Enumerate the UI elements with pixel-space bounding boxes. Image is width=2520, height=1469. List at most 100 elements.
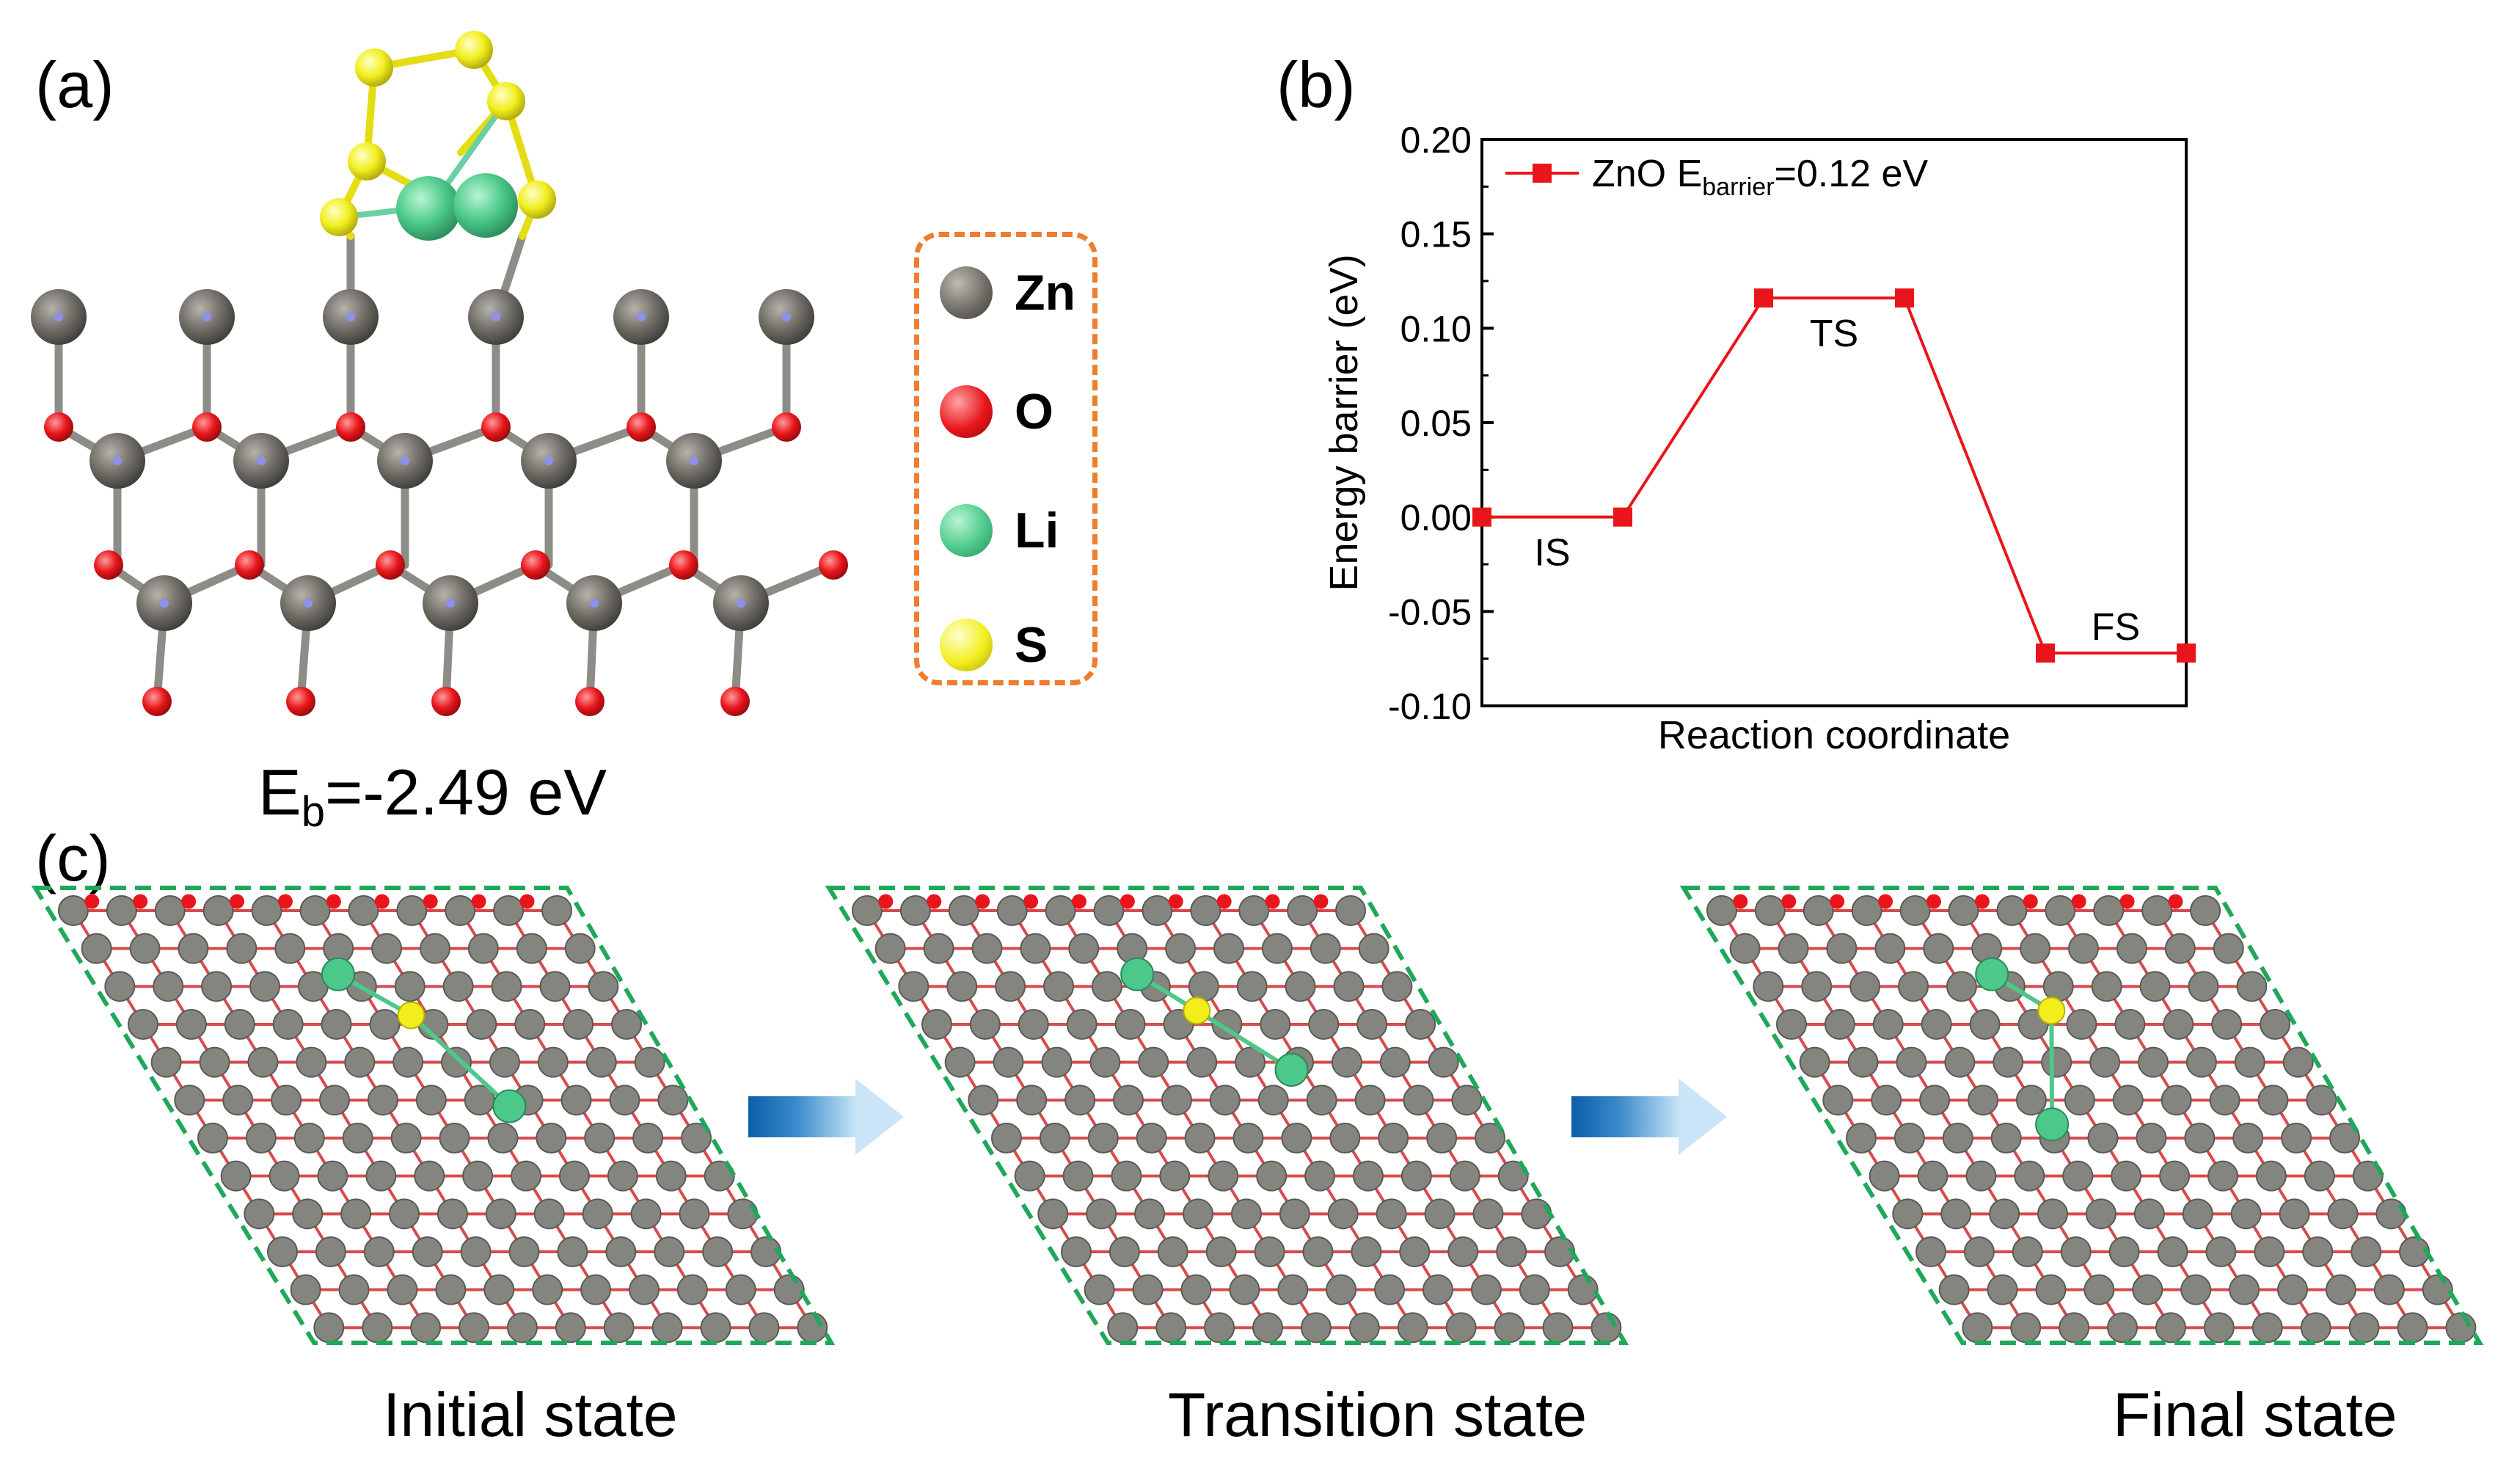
zn-atom — [1134, 1198, 1166, 1230]
zn-atom — [2348, 1312, 2380, 1344]
zn-atom — [2133, 1198, 2165, 1230]
zn-atom — [2236, 971, 2268, 1002]
o-atom — [1216, 894, 1232, 909]
zn-atom — [1235, 1046, 1266, 1078]
zn-atom — [1962, 1312, 1993, 1344]
zn-atom — [1376, 1198, 1407, 1230]
zn-atom — [1729, 933, 1761, 964]
zn-atom — [271, 1085, 302, 1116]
zn-atom — [1381, 971, 1413, 1002]
y-tick-label: 0.15 — [1400, 214, 1472, 255]
legend-series-label: ZnO Ebarrier=0.12 eV — [1592, 153, 1928, 201]
zn-atom — [1590, 1312, 1622, 1344]
o-atom — [84, 894, 100, 909]
zn-atom — [2010, 1312, 2042, 1344]
zn-atom — [338, 1274, 370, 1305]
zn-atom — [1045, 895, 1076, 926]
zn-atom — [1422, 1274, 1453, 1305]
zn-atom — [725, 1274, 756, 1305]
zn-atom — [1279, 1198, 1310, 1230]
zn-atom — [1996, 895, 2028, 926]
zn-atom — [2302, 1236, 2334, 1267]
zn-atom — [1229, 1274, 1260, 1305]
zn-atom — [968, 1085, 999, 1116]
zn-atom — [560, 1085, 592, 1116]
zn-atom — [702, 1236, 734, 1267]
zn-atom — [2083, 1274, 2115, 1305]
o-atom — [1023, 894, 1039, 909]
zn-atom — [990, 1123, 1022, 1153]
zn-atom — [2159, 1160, 2191, 1192]
zn-atom — [81, 933, 112, 964]
zn-atom — [292, 1198, 324, 1230]
zn-atom — [1213, 933, 1244, 964]
zn-atom — [1892, 1198, 1924, 1230]
zn-atom — [2260, 1009, 2291, 1040]
zn-atom — [1403, 1085, 1434, 1116]
zn-atom — [1136, 1123, 1167, 1153]
zn-atom — [1354, 1085, 1386, 1116]
data-point-marker — [2036, 643, 2055, 663]
li-atom — [1274, 1053, 1309, 1087]
o-atom — [1265, 894, 1280, 909]
zn-atom — [1165, 933, 1197, 964]
zn-atom — [1374, 1274, 1406, 1305]
zn-atom — [2188, 971, 2219, 1002]
zn-atom — [487, 1123, 519, 1153]
zn-atom — [2325, 1274, 2356, 1305]
zn-atom — [199, 1046, 230, 1078]
zn-atom — [605, 1236, 637, 1267]
legend-label-s: S — [1015, 617, 1048, 673]
o-atom — [1974, 894, 1990, 909]
state-label-initial: Initial state — [383, 1380, 678, 1449]
zn-atom — [106, 895, 137, 926]
arrow-2 — [1571, 1079, 1727, 1155]
zn-atom — [489, 1046, 520, 1078]
o-atom — [374, 894, 390, 909]
o-atom — [277, 894, 293, 909]
zn-atom — [2306, 1085, 2337, 1116]
zn-atom — [2203, 1312, 2235, 1344]
zn-atom — [946, 971, 978, 1002]
zn-atom — [1252, 1312, 1284, 1344]
zn-atom — [390, 1123, 422, 1153]
zn-atom — [1845, 1123, 1877, 1153]
zn-atom — [1093, 895, 1125, 926]
zn-atom — [727, 1198, 759, 1230]
zn-atom — [1917, 1160, 1949, 1192]
zn-atom — [2042, 971, 2074, 1002]
zn-atom — [299, 895, 331, 926]
series-line — [1482, 296, 2186, 655]
supercell-frame — [825, 886, 1629, 1345]
zn-atom — [1087, 1123, 1119, 1153]
zn-atom — [536, 1123, 567, 1153]
zn-atom — [1822, 1085, 1854, 1116]
y-axis-label: Energy barrier (eV) — [1322, 254, 1366, 591]
state-annotation: TS — [1810, 313, 1858, 355]
zn-atom — [2041, 1046, 2072, 1078]
o-atom — [1781, 894, 1797, 909]
zn-atom — [348, 895, 379, 926]
zn-atom — [1869, 1160, 1900, 1192]
o-atom — [519, 894, 535, 909]
zn-atom — [609, 1085, 640, 1116]
zn-atom — [222, 1085, 254, 1116]
zn-atom — [1062, 1160, 1094, 1192]
zn-atom — [1399, 1236, 1431, 1267]
zn-atom — [266, 1236, 298, 1267]
zn-atom — [564, 933, 596, 964]
zn-atom — [1987, 1274, 2018, 1305]
zn-atom — [371, 933, 403, 964]
zn-atom — [851, 895, 883, 926]
zn-atom — [1849, 971, 1881, 1002]
zn-atom — [1205, 1236, 1237, 1267]
zn-atom — [681, 1123, 712, 1153]
zn-atom — [1064, 1085, 1096, 1116]
zn-atom — [2093, 895, 2125, 926]
zn-atom — [1209, 1085, 1241, 1116]
legend-label-o: O — [1015, 384, 1053, 440]
zn-atom — [2037, 1198, 2069, 1230]
zn-atom — [1180, 1274, 1212, 1305]
zn-atom — [2112, 1085, 2144, 1116]
zn-atom — [2234, 1046, 2265, 1078]
